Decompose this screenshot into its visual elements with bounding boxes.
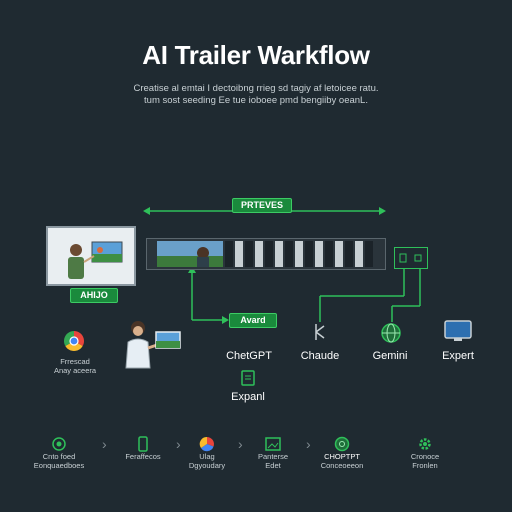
gemini-node-icon[interactable] [380,322,402,344]
page-title: AI Trailer Warkflow [142,40,370,70]
globe-icon [381,323,401,343]
step-line-1: Panterse [257,452,289,461]
step-line-1: Cronoce [410,452,440,461]
device-box[interactable] [394,247,428,269]
branch-icon [315,324,325,340]
chaude-node-icon[interactable] [312,322,328,342]
subtitle-line-1: Creatise al emtai I dectoibng rrieg sd t… [133,83,379,94]
to-avard-arrow [222,316,229,324]
document-icon[interactable] [240,370,256,386]
left-caption-line-2: Anay aceera [53,366,97,375]
step-line-2: Fronlen [412,461,438,470]
monitor-icon [444,320,472,341]
presenter-illustration [68,241,123,279]
target-icon [52,437,66,451]
timeline-frames [225,241,373,267]
step-item[interactable]: CHOPTPT Conceoeeon [306,436,378,470]
process-arrow-right [379,207,386,215]
step-line-2: Dgyoudary [188,461,226,470]
step-chevron-icon: › [176,436,181,452]
chatgpt-node-label: ChetGPT [226,350,272,362]
step-item[interactable]: Cronoce Fronlen [390,436,460,470]
step-line-1: Cnto foed [42,452,76,461]
browser-icon[interactable] [64,331,84,351]
phone-icon [138,436,148,452]
presenter-tablet-illustration [125,321,181,369]
step-line-1: Feraffecos [125,452,161,461]
step-line-2: Conceoeeon [320,461,364,470]
avard-label: Avard [229,313,277,328]
step-line-1: Ulag [199,452,215,461]
device-icon [399,253,422,263]
chart-icon [199,436,214,452]
step-line-1: CHOPTPT [324,452,360,461]
step-item[interactable]: Ulag Dgyoudary [172,436,242,470]
subtitle-line-2: tum sost seeding Ee tue ioboee pmd bengi… [144,95,368,106]
export-node-label: Expert [442,350,474,362]
gemini-node-label: Gemini [372,350,408,362]
step-item[interactable]: Panterse Edet [238,436,308,470]
browser-icon-glyph [64,331,84,351]
presenter-with-tablet [118,318,184,374]
step-chevron-icon: › [306,436,311,452]
step-line-2: Eonquaedboes [33,461,85,470]
step-chevron-icon: › [238,436,243,452]
process-arrow-left [143,207,150,215]
chaude-node-label: Chaude [300,350,340,362]
step-chevron-icon: › [102,436,107,452]
image-icon [265,437,281,451]
gear-icon [419,438,431,450]
timeline-clip-thumbnail [157,241,223,267]
left-caption-line-1: Frrescad [60,357,90,366]
openai-icon [334,436,350,452]
export-node-icon[interactable] [444,320,472,342]
video-monitor[interactable] [46,226,136,286]
process-label: PRTEVES [232,198,292,213]
clip-landscape [157,247,223,267]
steps-row: Cnto foed Eonquaedboes › Feraffecos › Ul… [0,436,512,476]
step-line-2: Edet [265,461,281,470]
input-label: AHIJO [70,288,118,303]
video-timeline[interactable] [146,238,386,270]
step-item[interactable]: Cnto foed Eonquaedboes [24,436,94,470]
expanl-node-label: Expanl [231,391,265,403]
document-glyph [241,370,255,386]
step-item[interactable]: Feraffecos [108,436,178,461]
